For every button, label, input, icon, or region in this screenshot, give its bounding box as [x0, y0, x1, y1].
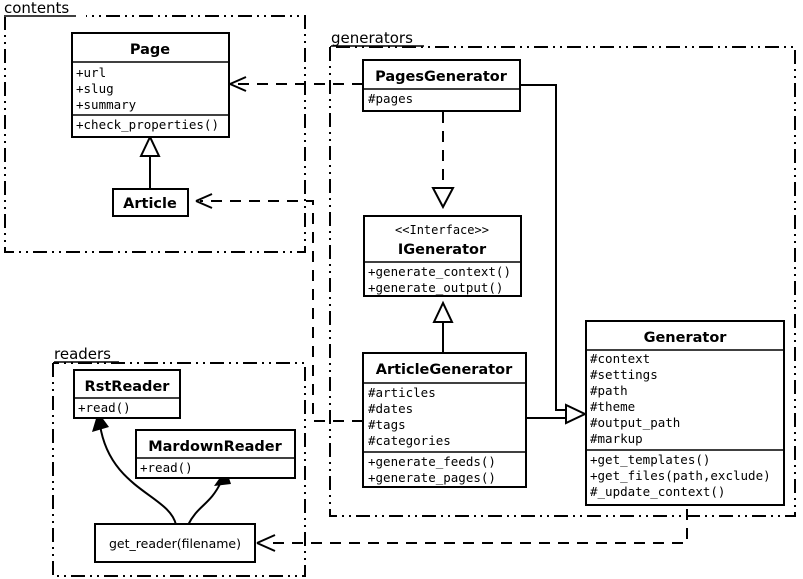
class-mardownreader[interactable]: MardownReader +read()	[135, 429, 296, 479]
class-page-attr-2: +summary	[76, 97, 137, 112]
class-articlegenerator-name: ArticleGenerator	[376, 362, 513, 378]
class-generator-method-2: #_update_context()	[590, 484, 725, 499]
package-contents-label-bg	[0, 0, 86, 17]
class-page-box	[71, 32, 230, 138]
class-generator-attr-4: #output_path	[590, 415, 680, 430]
class-articlegenerator-attr-2: #tags	[368, 417, 406, 432]
class-generator-attr-1: #settings	[590, 367, 658, 382]
class-articlegenerator-attr-0: #articles	[368, 385, 436, 400]
class-generator-method-1: +get_files(path,exclude)	[590, 468, 771, 483]
package-contents: contents	[0, 0, 306, 253]
class-articlegenerator-attr-3: #categories	[368, 433, 451, 448]
class-article[interactable]: Article	[112, 188, 189, 217]
class-articlegenerator-method-0: +generate_feeds()	[368, 454, 496, 469]
class-pagesgenerator[interactable]: PagesGenerator #pages	[362, 59, 521, 112]
package-readers: readers	[50, 342, 306, 577]
class-article-box	[112, 188, 189, 217]
class-igenerator-stereotype: <<Interface>>	[395, 223, 489, 237]
relation-generator-getreader	[256, 509, 688, 552]
class-article-name: Article	[123, 196, 177, 212]
relation-getreader-mardownreader-line	[187, 481, 222, 526]
class-mardownreader-method-0: +read()	[140, 460, 193, 475]
class-articlegenerator[interactable]: ArticleGenerator #articles #dates #tags …	[362, 352, 527, 488]
relation-article-page	[139, 134, 161, 190]
package-generators-label: generators	[331, 29, 413, 47]
relation-getreader-rstreader	[92, 412, 177, 526]
class-pagesgenerator-attr-0: #pages	[368, 91, 413, 106]
class-igenerator-box	[363, 215, 522, 297]
class-articlegenerator-box	[362, 352, 527, 488]
relation-articlegenerator-generator	[526, 403, 588, 425]
class-igenerator-method-0: +generate_context()	[368, 264, 511, 279]
package-contents-border	[4, 15, 306, 253]
class-igenerator[interactable]: <<Interface>> IGenerator +generate_conte…	[363, 215, 522, 297]
relation-generator-getreader-line	[272, 509, 688, 544]
package-generators: generators	[328, 26, 796, 517]
class-rstreader-name: RstReader	[85, 379, 171, 395]
class-articlegenerator-attr-1: #dates	[368, 401, 413, 416]
class-rstreader-box	[73, 369, 181, 419]
class-page[interactable]: Page +url +slug +summary +check_properti…	[71, 32, 230, 138]
class-pagesgenerator-box	[362, 59, 521, 112]
relation-pagesgenerator-page	[229, 76, 363, 92]
class-rstreader-method-0: +read()	[78, 400, 131, 415]
function-get-reader-label: get_reader(filename)	[109, 536, 241, 551]
class-mardownreader-box	[135, 429, 296, 479]
package-generators-border	[329, 46, 796, 517]
class-rstreader[interactable]: RstReader +read()	[73, 369, 181, 419]
package-contents-label: contents	[4, 0, 69, 17]
relation-pagesgenerator-page-arrowhead	[229, 76, 247, 92]
package-generators-label-bg	[328, 26, 428, 46]
class-generator-method-0: +get_templates()	[590, 452, 710, 467]
relation-pagesgenerator-generator-line	[520, 84, 566, 411]
class-generator-attr-3: #theme	[590, 399, 635, 414]
relation-generator-getreader-arrowhead	[256, 534, 276, 552]
class-igenerator-method-1: +generate_output()	[368, 280, 503, 295]
class-generator-name: Generator	[644, 330, 728, 346]
relation-pagesgenerator-generator	[520, 84, 566, 411]
function-get-reader[interactable]: get_reader(filename)	[94, 523, 256, 563]
class-page-attr-1: +slug	[76, 81, 114, 96]
relation-getreader-rstreader-arrowhead	[92, 412, 109, 432]
class-page-name: Page	[130, 42, 170, 58]
relation-generator-arrowhead	[565, 403, 588, 425]
relation-getreader-rstreader-line	[99, 424, 177, 526]
class-page-method-0: +check_properties()	[76, 117, 219, 132]
relation-pagesgenerator-igenerator-arrowhead	[431, 187, 455, 210]
class-page-attr-0: +url	[76, 65, 106, 80]
class-generator-box	[585, 320, 785, 506]
class-generator-attr-2: #path	[590, 383, 628, 398]
function-get-reader-box	[94, 523, 256, 563]
package-readers-border	[52, 362, 306, 577]
relation-article-page-arrowhead	[139, 134, 161, 157]
relation-articlegenerator-article	[195, 193, 363, 422]
relation-articlegenerator-article-arrowhead	[195, 193, 213, 209]
class-pagesgenerator-name: PagesGenerator	[375, 69, 508, 85]
class-mardownreader-name: MardownReader	[148, 439, 282, 455]
class-generator-attr-0: #context	[590, 351, 650, 366]
relation-articlegenerator-article-line	[200, 200, 363, 422]
package-readers-label-bg	[50, 342, 126, 362]
class-igenerator-name: IGenerator	[398, 242, 487, 258]
package-readers-label: readers	[54, 345, 111, 363]
class-generator[interactable]: Generator #context #settings #path #them…	[585, 320, 785, 506]
class-articlegenerator-method-1: +generate_pages()	[368, 470, 496, 485]
relation-articlegenerator-igenerator-arrowhead	[432, 300, 454, 323]
relation-pagesgenerator-igenerator	[431, 112, 455, 210]
class-generator-attr-5: #markup	[590, 431, 643, 446]
relation-articlegenerator-igenerator	[432, 300, 454, 353]
